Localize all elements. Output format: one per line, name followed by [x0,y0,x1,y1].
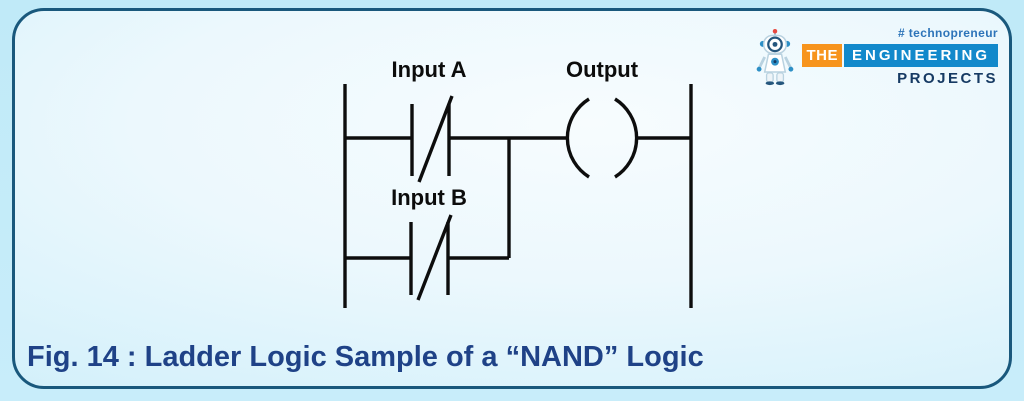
logo-word-the: THE [802,44,842,67]
figure-panel [12,8,1012,389]
label-input-a: Input A [391,57,467,82]
figure-caption: Fig. 14 : Ladder Logic Sample of a “NAND… [27,341,704,373]
logo-word-projects: PROJECTS [897,70,998,87]
label-output: Output [565,57,639,82]
label-input-b: Input B [391,185,467,210]
robot-mascot-icon [757,29,794,86]
logo-tagline: # technopreneur [897,26,998,40]
logo-wordmark: THE ENGINEERING [802,44,998,67]
logo-word-engineering: ENGINEERING [843,44,998,67]
brand-logo: # technopreneur THE ENGINEERING PROJECTS [754,26,998,87]
